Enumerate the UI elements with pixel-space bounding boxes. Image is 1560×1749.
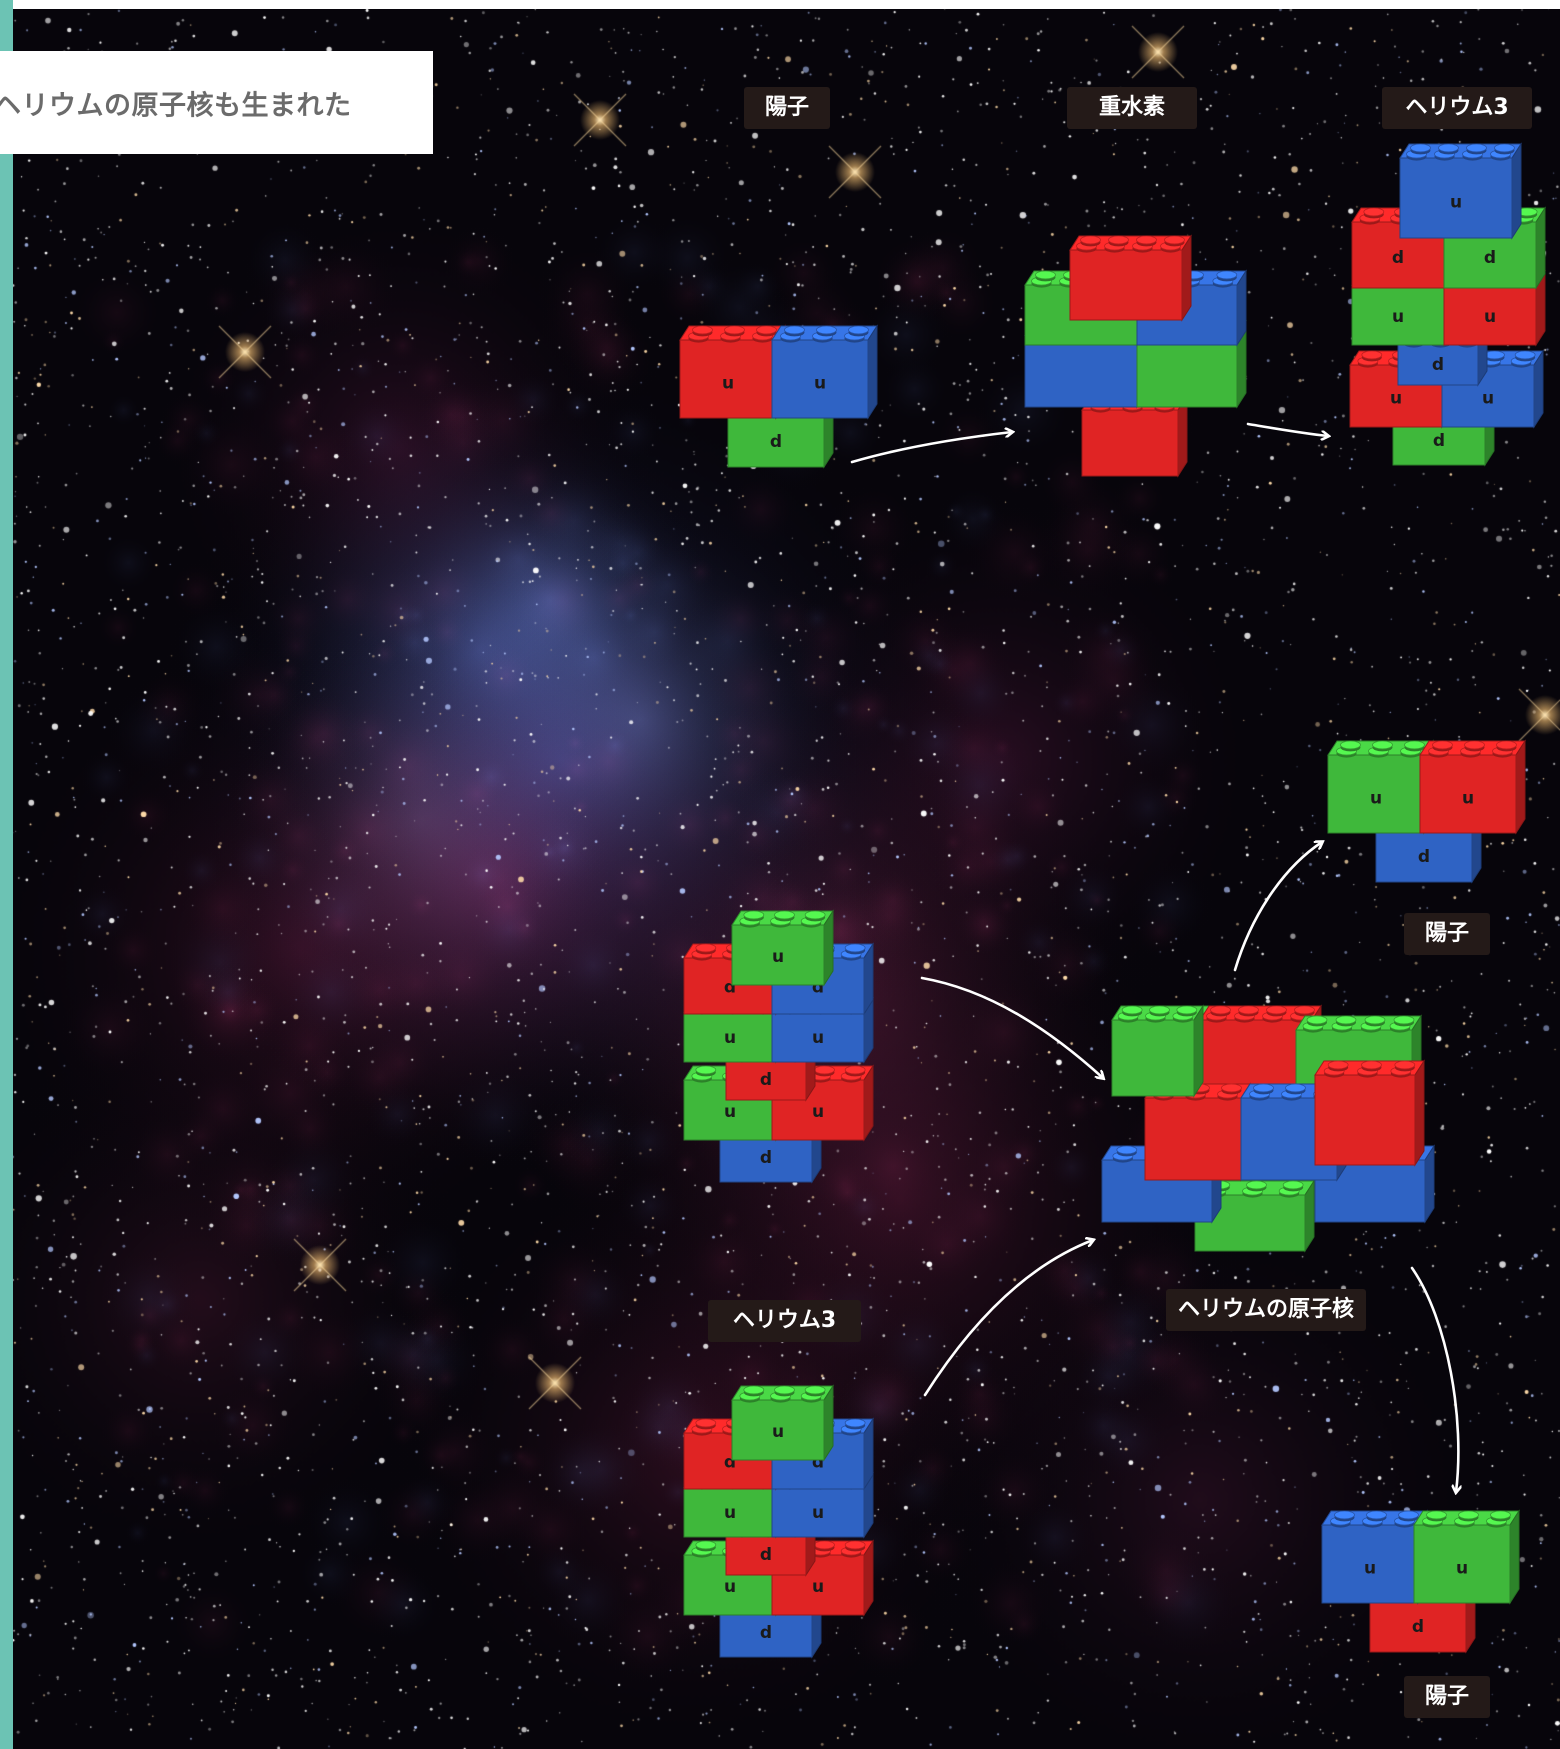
- quark-letter: d: [760, 1070, 772, 1090]
- arrow-icon: [925, 1240, 1093, 1395]
- lego-brick-icon: [1145, 1084, 1250, 1180]
- lego-brick-icon: u: [1414, 1511, 1519, 1603]
- quark-letter: d: [770, 432, 782, 452]
- quark-letter: u: [722, 373, 734, 393]
- quark-letter: u: [724, 1102, 736, 1122]
- lego-brick-icon: u: [1322, 1511, 1427, 1603]
- quark-letter: u: [1456, 1558, 1468, 1578]
- quark-letter: d: [1484, 248, 1496, 268]
- quark-letter: u: [724, 1577, 736, 1597]
- lego-brick-icon: u: [772, 326, 877, 418]
- arrow-icon: [1412, 1268, 1458, 1492]
- quark-letter: u: [1364, 1558, 1376, 1578]
- quark-letter: u: [1370, 788, 1382, 808]
- lego-brick-icon: u: [732, 911, 833, 985]
- quark-letter: u: [814, 373, 826, 393]
- quark-letter: u: [812, 1102, 824, 1122]
- quark-letter: u: [1482, 388, 1494, 408]
- quark-letter: u: [724, 1028, 736, 1048]
- quark-letter: d: [760, 1545, 772, 1565]
- arrow-icon: [922, 978, 1103, 1078]
- quark-letter: u: [724, 1503, 736, 1523]
- lego-brick-icon: u: [732, 1386, 833, 1460]
- arrow-icon: [1235, 842, 1322, 970]
- quark-letter: d: [760, 1148, 772, 1168]
- quark-letter: u: [1390, 388, 1402, 408]
- arrow-icon: [1248, 424, 1328, 436]
- quark-letter: u: [812, 1028, 824, 1048]
- lego-brick-icon: [1315, 1061, 1424, 1165]
- quark-letter: u: [812, 1503, 824, 1523]
- quark-letter: d: [1412, 1617, 1424, 1637]
- quark-letter: d: [760, 1623, 772, 1643]
- quark-letter: u: [1392, 307, 1404, 327]
- lego-brick-icon: [1082, 396, 1187, 476]
- quark-letter: u: [812, 1577, 824, 1597]
- lego-brick-icon: [1070, 236, 1191, 320]
- lego-brick-icon: u: [1328, 741, 1433, 833]
- quark-letter: d: [1392, 248, 1404, 268]
- quark-letter: d: [1418, 847, 1430, 867]
- lego-brick-icon: [1112, 1006, 1203, 1096]
- lego-brick-icon: u: [1400, 144, 1521, 238]
- quark-letter: u: [772, 1422, 784, 1442]
- quark-letter: u: [1484, 307, 1496, 327]
- quark-letter: d: [1432, 355, 1444, 375]
- quark-letter: u: [1462, 788, 1474, 808]
- lego-brick-icon: u: [1420, 741, 1525, 833]
- quark-letter: u: [772, 947, 784, 967]
- arrow-icon: [852, 432, 1012, 462]
- quark-letter: u: [1450, 193, 1462, 213]
- lego-brick-icon: u: [680, 326, 785, 418]
- quark-letter: d: [1433, 431, 1445, 451]
